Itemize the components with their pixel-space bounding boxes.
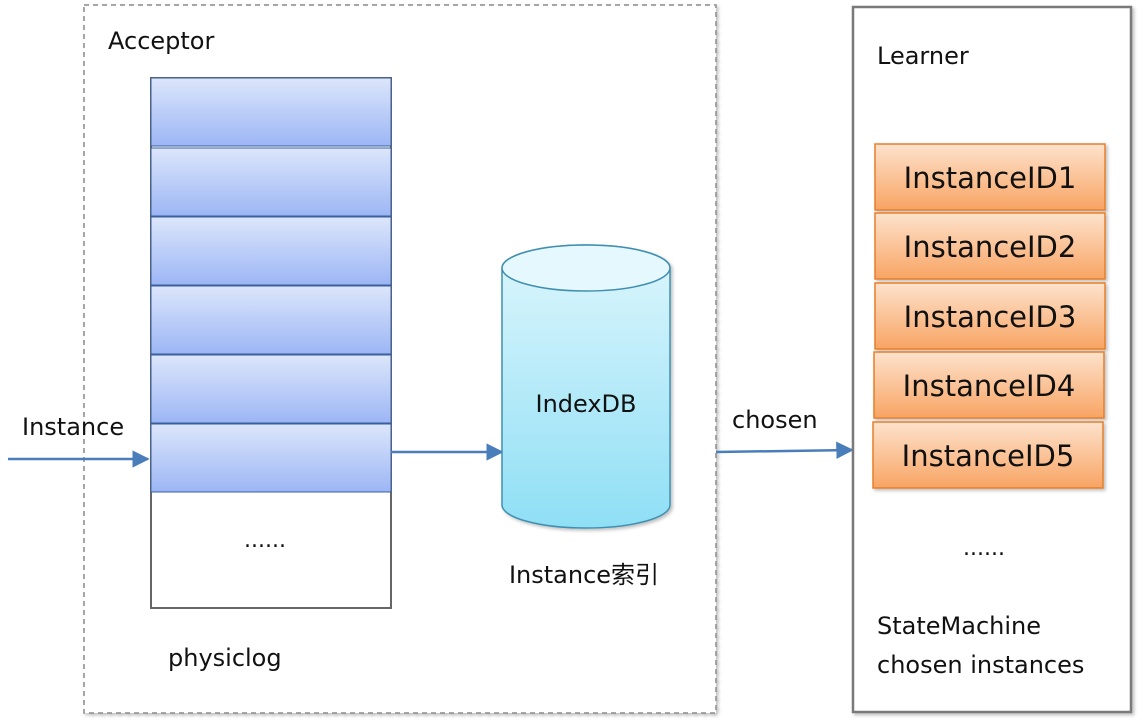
log-block	[150, 285, 392, 355]
instance-id-label: InstanceID1	[904, 161, 1077, 195]
log-ellipsis: ......	[244, 528, 286, 553]
instance-id-label: InstanceID4	[903, 369, 1076, 403]
acceptor-title: Acceptor	[108, 27, 214, 55]
log-block	[150, 423, 392, 493]
instance-box-2: InstanceID2	[874, 212, 1106, 280]
log-blocks	[150, 77, 392, 493]
instance-input-label: Instance	[22, 413, 124, 441]
chosen-arrow: chosen	[715, 406, 854, 459]
learner-title: Learner	[877, 42, 969, 70]
log-block	[150, 77, 392, 147]
chosen-label: chosen	[732, 406, 818, 434]
instance-box-5: InstanceID5	[872, 421, 1104, 489]
log-block	[150, 354, 392, 424]
log-block	[150, 216, 392, 286]
learner-ellipsis: ......	[963, 536, 1005, 561]
instance-input-arrow: Instance	[8, 413, 150, 468]
instance-box-3: InstanceID3	[874, 282, 1106, 350]
physiclog-label: physiclog	[168, 644, 282, 672]
physiclog-stack: ......	[150, 77, 392, 609]
instance-box-4: InstanceID4	[873, 351, 1105, 419]
state-machine-line1: StateMachine	[877, 612, 1041, 640]
indexdb-label: IndexDB	[535, 390, 636, 418]
learner-instances: InstanceID1 InstanceID2 InstanceID3 Inst…	[872, 143, 1106, 489]
index-caption: Instance索引	[509, 561, 659, 589]
indexdb-cylinder	[501, 244, 671, 529]
instance-box-1: InstanceID1	[874, 143, 1106, 211]
instance-id-label: InstanceID3	[904, 300, 1077, 334]
log-block	[150, 147, 392, 217]
instance-id-label: InstanceID2	[904, 230, 1077, 264]
instance-id-label: InstanceID5	[902, 439, 1075, 473]
state-machine-line2: chosen instances	[877, 651, 1084, 679]
